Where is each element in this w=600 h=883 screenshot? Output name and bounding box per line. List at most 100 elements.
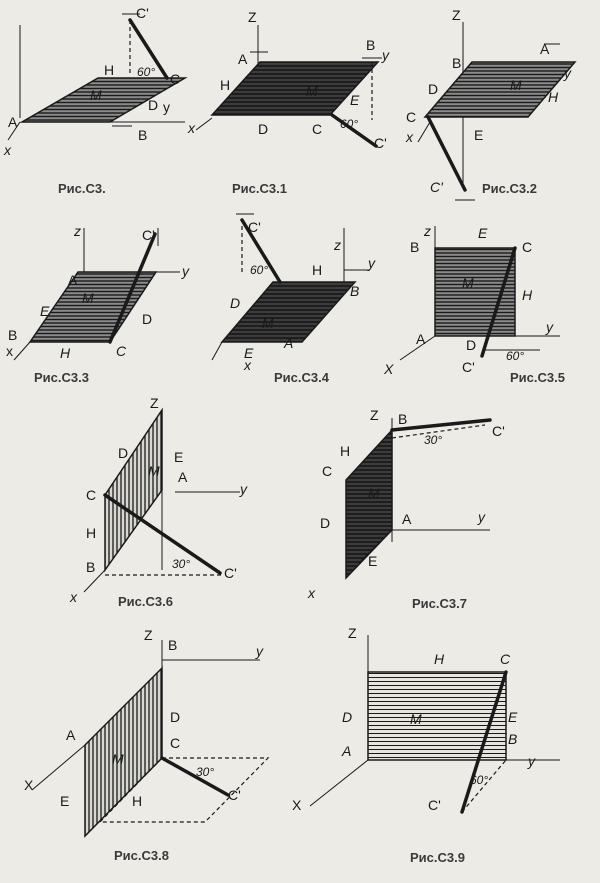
label-a: A — [238, 51, 248, 67]
label-angle: 30° — [424, 433, 442, 447]
label-h: H — [132, 793, 142, 809]
label-x: X — [24, 777, 34, 793]
figure-c3-2: Z A B y D M H C x E C' Рис.С3.2 — [405, 7, 577, 201]
label-x: x — [307, 585, 316, 601]
label-h: H — [340, 443, 350, 459]
label-z: z — [423, 223, 431, 239]
label-m: M — [410, 711, 422, 727]
label-z: Z — [370, 407, 379, 423]
label-y: y — [563, 65, 572, 81]
label-e: E — [368, 553, 377, 569]
label-b: B — [398, 411, 407, 427]
label-c: C — [116, 343, 127, 359]
label-a: A — [8, 114, 18, 130]
label-a: A — [416, 331, 426, 347]
label-y: y — [367, 255, 376, 271]
label-b: B — [366, 37, 375, 53]
label-y: y — [255, 643, 264, 659]
label-y: y — [527, 753, 536, 769]
label-c: C — [322, 463, 332, 479]
label-c: C — [522, 239, 532, 255]
label-e: E — [244, 345, 254, 361]
figure-c3-7: Z B 30° C' H C M D A y E x Рис.С3.7 — [307, 407, 505, 611]
label-y: y — [545, 319, 554, 335]
label-c1: C' — [248, 219, 261, 235]
label-h: H — [104, 62, 114, 78]
label-y: y — [181, 263, 190, 279]
label-e: E — [478, 225, 488, 241]
label-x: x — [6, 343, 13, 359]
label-h: H — [434, 651, 445, 667]
label-x: x — [405, 129, 414, 145]
label-c: C — [170, 735, 180, 751]
label-c1: C' — [462, 359, 475, 375]
label-m: M — [148, 463, 160, 479]
caption-fig-c3: Рис.С3. — [58, 181, 106, 196]
caption-fig-c3-9: Рис.С3.9 — [410, 850, 465, 865]
label-angle: 60° — [506, 349, 524, 363]
label-angle: 60° — [137, 65, 155, 79]
label-c: C — [406, 109, 416, 125]
label-h: H — [86, 525, 96, 541]
label-h: H — [548, 89, 559, 105]
label-c1: C' — [224, 565, 237, 581]
label-x: x — [69, 589, 78, 605]
label-b: B — [350, 283, 359, 299]
label-b: B — [8, 327, 17, 343]
label-h: H — [60, 345, 71, 361]
label-c1: C' — [136, 5, 149, 21]
label-y: y — [381, 47, 390, 63]
caption-fig-c3-2: Рис.С3.2 — [482, 181, 537, 196]
label-d: D — [466, 337, 476, 353]
label-m: M — [510, 77, 522, 93]
figure-c3-3: z C' y A M E D B C H x Рис.С3.3 — [6, 223, 190, 385]
label-c: C — [170, 71, 180, 87]
label-z: Z — [248, 9, 257, 25]
label-z: Z — [150, 395, 159, 411]
label-angle: 30° — [172, 557, 190, 571]
label-m: M — [306, 83, 318, 99]
label-a: A — [68, 272, 78, 288]
label-y: y — [239, 481, 248, 497]
label-d: D — [142, 311, 152, 327]
label-d: D — [320, 515, 330, 531]
label-x: x — [187, 120, 196, 136]
label-angle: 60° — [250, 263, 268, 277]
label-y: y — [163, 99, 170, 115]
label-h: H — [522, 287, 533, 303]
label-e: E — [40, 303, 50, 319]
label-e: E — [508, 709, 518, 725]
label-a: A — [540, 41, 550, 57]
label-d: D — [148, 97, 158, 113]
figure-c3-1: Z A B y H M E x D C 60° C' Рис.С3.1 — [187, 9, 390, 196]
label-c1: C' — [492, 423, 505, 439]
label-m: M — [112, 751, 124, 767]
label-z: Z — [144, 627, 153, 643]
figure-c3-4: C' z 60° H y B D M A E x Рис.С3.4 — [211, 213, 376, 385]
label-z: z — [73, 223, 81, 239]
caption-fig-c3-6: Рис.С3.6 — [118, 594, 173, 609]
figure-c3-6: Z D E M A y C H B 30° C' x Рис.С3.6 — [69, 395, 248, 609]
label-z: z — [333, 237, 341, 253]
label-b: B — [452, 55, 461, 71]
label-e: E — [174, 449, 183, 465]
label-b: B — [508, 731, 517, 747]
label-d: D — [118, 445, 128, 461]
caption-fig-c3-4: Рис.С3.4 — [274, 370, 330, 385]
label-x: x — [3, 142, 12, 158]
label-d: D — [428, 81, 438, 97]
label-c1: C' — [142, 227, 155, 243]
label-c1: C' — [374, 135, 387, 151]
label-b: B — [86, 559, 95, 575]
figure-c3-0: C' H 60° C M D y A B x Рис.С3. — [3, 5, 188, 196]
label-z: Z — [348, 625, 357, 641]
figure-c3-9: Z H C D M E B A y 60° X C' Рис.С3.9 — [292, 625, 560, 865]
label-d: D — [170, 709, 180, 725]
label-a: A — [402, 511, 412, 527]
label-h: H — [220, 77, 230, 93]
label-a: A — [283, 335, 293, 351]
label-angle: 60° — [470, 773, 488, 787]
label-c1: C' — [428, 797, 441, 813]
label-a: A — [341, 743, 351, 759]
